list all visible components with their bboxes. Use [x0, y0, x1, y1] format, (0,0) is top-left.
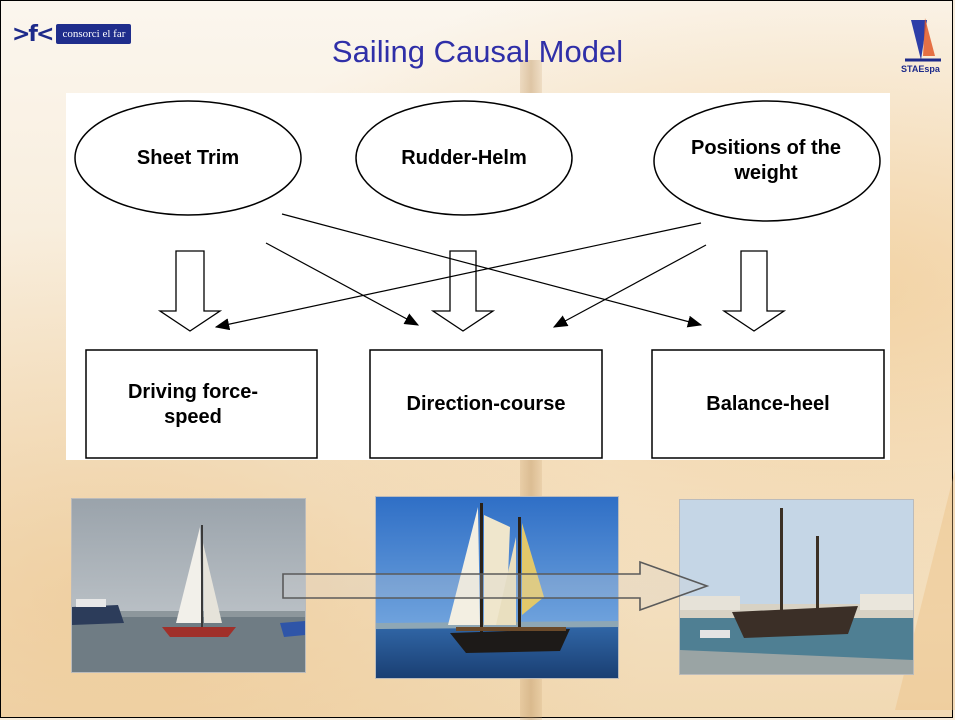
cause-label-rudder-helm: Rudder-Helm: [401, 146, 527, 169]
cause-label-sheet-trim: Sheet Trim: [136, 146, 240, 169]
edge-sheet-trim-to-direction-course: [265, 242, 420, 326]
edge-positions-of-weight-to-driving-force-speed: [214, 222, 702, 331]
cause-ellipse-sheet-trim: [74, 100, 302, 216]
sta-logo-text: STAEspa: [901, 64, 940, 74]
tall-ship-image: [376, 497, 618, 678]
cause-ellipse-rudder-helm: [355, 100, 573, 216]
photo-racing-yacht: [71, 498, 306, 673]
effect-box-driving-force-speed: [85, 349, 318, 459]
pfc-logo-text: consorci el far: [56, 24, 132, 44]
cause-ellipse-positions-of-weight: [653, 100, 881, 222]
effect-label-driving-force-speed: Driving force-speed: [127, 381, 259, 428]
slide-title: Sailing Causal Model: [331, 34, 624, 69]
diagram-shapes: [74, 100, 885, 459]
causal-diagram: Sheet Trim Rudder-Helm Positions of the …: [66, 93, 890, 460]
sta-logo: STAEspa: [901, 16, 945, 74]
effect-label-direction-course: Direction-course: [406, 392, 566, 415]
photo-tall-ship: [375, 496, 619, 679]
block-arrow-sheet-trim: [157, 250, 223, 332]
moored-boat-image: [680, 500, 913, 674]
effect-box-direction-course: [369, 349, 603, 459]
edge-sheet-trim-to-balance-heel: [281, 213, 703, 328]
block-arrow-rudder-helm: [430, 250, 496, 332]
racing-yacht-image: [72, 499, 305, 672]
effect-label-balance-heel: Balance-heel: [706, 392, 830, 415]
edge-positions-of-weight-to-direction-course: [552, 244, 707, 328]
cause-label-positions-of-weight: Positions of the weight: [691, 137, 841, 184]
pfc-logo-mark: >f<: [12, 21, 54, 47]
effect-box-balance-heel: [651, 349, 885, 459]
consorci-el-far-logo: >f< consorci el far: [12, 21, 132, 47]
block-arrow-positions-of-weight: [721, 250, 787, 332]
sta-sail-icon: [905, 18, 941, 62]
photo-moored-boat: [679, 499, 914, 675]
